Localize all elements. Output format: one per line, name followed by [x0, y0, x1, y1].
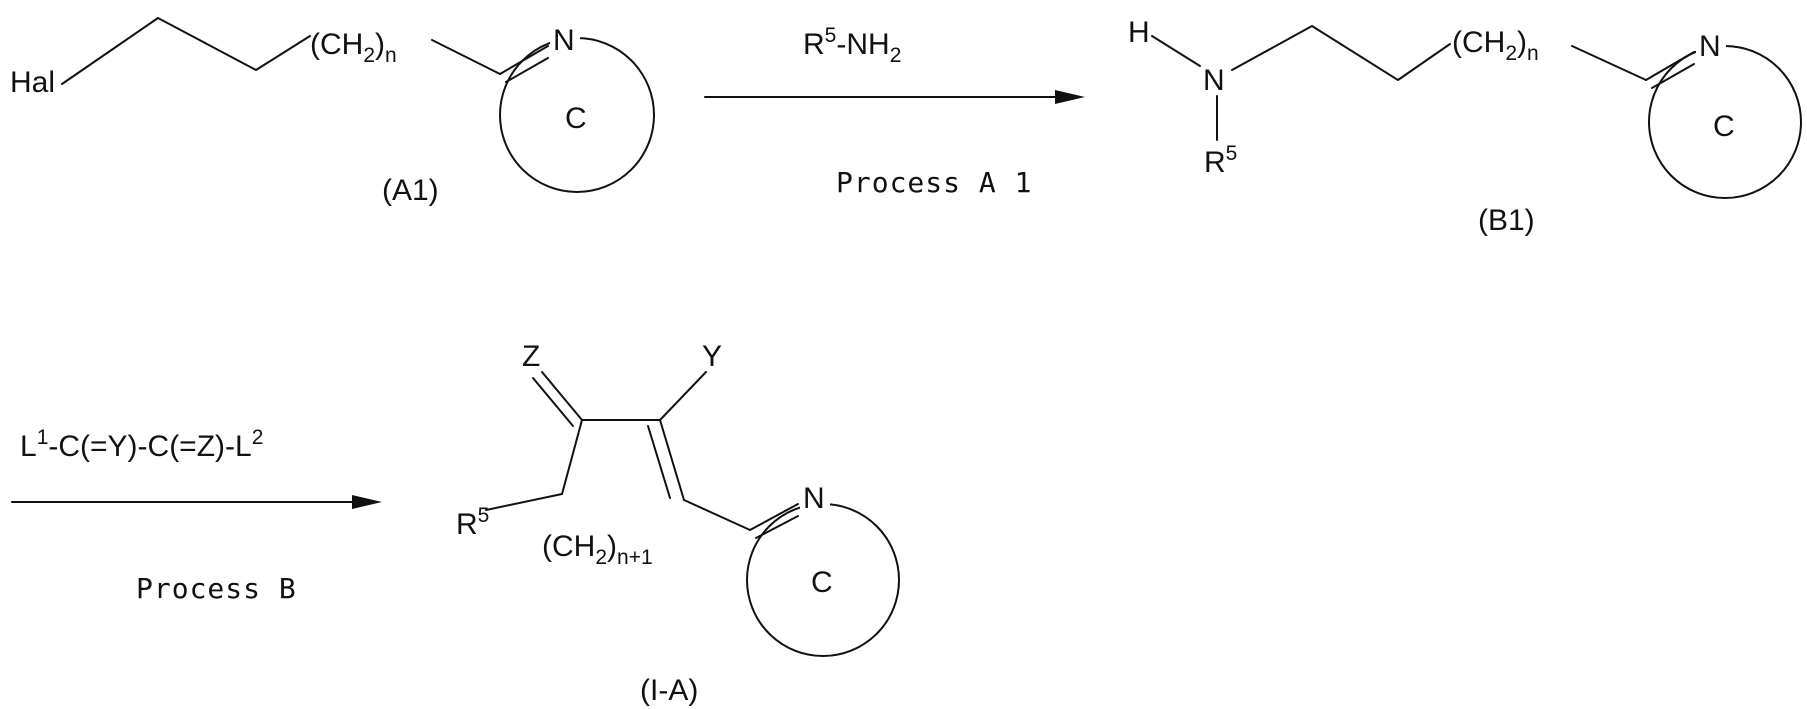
ia-ch2-label: (CH2)n+1 [542, 530, 653, 569]
a1-ch2-label: (CH2)n [310, 28, 397, 67]
step2-arrow-head [352, 495, 382, 509]
step1-arrow-head [1055, 90, 1085, 104]
step2: L1-C(=Y)-C(=Z)-L2 Process B [12, 426, 382, 605]
ia-cn-bond [750, 504, 798, 530]
a1-cn-bond [500, 46, 548, 74]
ia-linker-bond [684, 500, 750, 530]
b1-ring-n: N [1699, 30, 1721, 63]
b1-chain-bonds [1232, 26, 1450, 80]
b1-cn-bond [1646, 52, 1694, 80]
ia-ring-c-label: C [811, 566, 833, 599]
b1-h-label: H [1128, 16, 1150, 49]
step1-process-label: Process A 1 [836, 166, 1032, 199]
compound-ia: Z Y R5 (CH2)n+1 N C (I-A) [456, 340, 899, 707]
a1-ring-n: N [553, 24, 575, 57]
ia-z-label: Z [522, 340, 540, 373]
ia-r5-label: R5 [456, 504, 489, 541]
b1-ch2-label: (CH2)n [1452, 26, 1539, 65]
compound-b1: H N R5 (CH2)n N C (B1) [1128, 16, 1801, 237]
b1-r5-label: R5 [1204, 142, 1237, 179]
ia-cr5-bond [486, 494, 562, 510]
ia-ring-right-bond [660, 420, 684, 500]
a1-linker-bond [432, 40, 500, 74]
b1-n-label: N [1203, 64, 1225, 97]
step1-reagent: R5-NH2 [803, 24, 901, 67]
a1-chain-bonds [62, 18, 310, 84]
ia-ring-right-double-bond [648, 426, 670, 498]
b1-compound-label: (B1) [1478, 204, 1535, 237]
hal-label: Hal [10, 66, 55, 99]
a1-ring-c-label: C [565, 102, 587, 135]
a1-cn-double-bond [506, 58, 548, 82]
b1-ring-c-label: C [1713, 110, 1735, 143]
ia-ring-left-bond [562, 420, 582, 494]
b1-linker-bond [1572, 46, 1646, 80]
ia-ring-n: N [803, 482, 825, 515]
ia-y-label: Y [702, 340, 722, 373]
ia-compound-label: (I-A) [640, 674, 698, 707]
step1: R5-NH2 Process A 1 [705, 24, 1085, 199]
step2-reagent: L1-C(=Y)-C(=Z)-L2 [20, 426, 263, 463]
ia-cy-bond [660, 372, 706, 420]
step2-process-label: Process B [136, 572, 297, 605]
a1-compound-label: (A1) [382, 174, 439, 207]
compound-a1: Hal (CH2)n N C (A1) [10, 18, 654, 207]
b1-hn-bond [1152, 36, 1200, 66]
